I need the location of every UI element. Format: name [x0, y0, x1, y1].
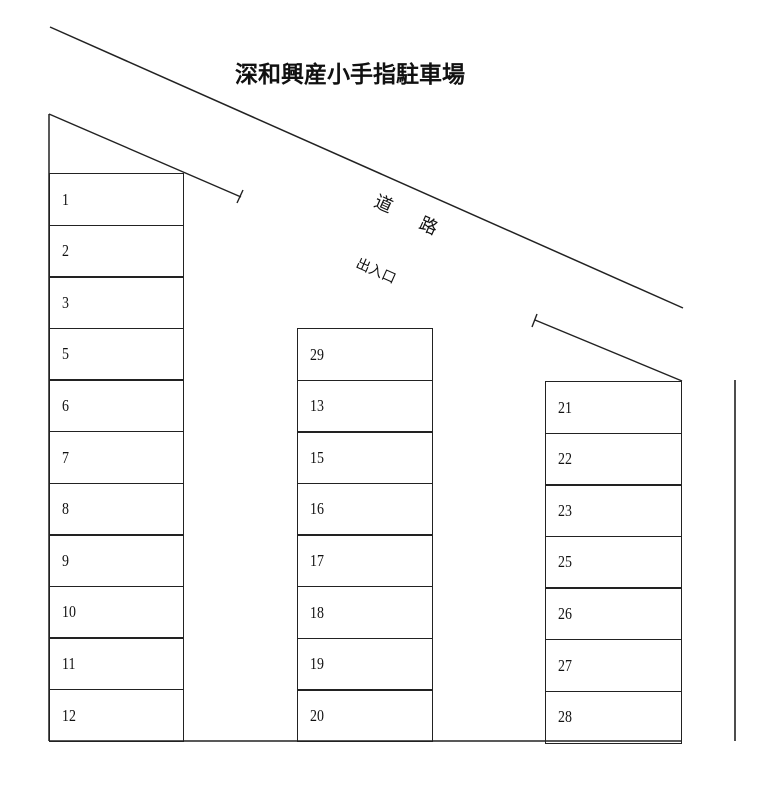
parking-stall: 25 — [545, 535, 682, 589]
stall-number: 26 — [558, 603, 572, 623]
stall-number: 23 — [558, 500, 572, 520]
stall-number: 7 — [62, 447, 69, 467]
stall-number: 3 — [62, 292, 69, 312]
parking-stall: 21 — [545, 381, 682, 434]
parking-stall: 11 — [49, 637, 184, 691]
parking-stall: 26 — [545, 587, 682, 641]
parking-stall: 10 — [49, 585, 184, 639]
right-entrance-tick — [531, 313, 538, 328]
stall-number: 5 — [62, 344, 69, 364]
stall-number: 17 — [310, 550, 324, 570]
stall-number: 28 — [558, 707, 572, 727]
stall-number: 22 — [558, 449, 572, 469]
left-entrance-tick — [236, 189, 244, 204]
stall-number: 19 — [310, 654, 324, 674]
parking-stall: 13 — [297, 379, 433, 433]
stall-number: 13 — [310, 396, 324, 416]
parking-stall: 18 — [297, 586, 433, 639]
page-title: 深和興産小手指駐車場 — [235, 61, 465, 88]
stall-number: 1 — [62, 189, 69, 209]
parking-stall: 9 — [49, 534, 184, 588]
parking-stall: 6 — [49, 379, 184, 433]
stall-number: 27 — [558, 655, 572, 675]
parking-stall: 29 — [297, 328, 433, 381]
parking-stall: 5 — [49, 327, 184, 381]
parking-stall: 23 — [545, 484, 682, 538]
stall-number: 6 — [62, 395, 69, 415]
parking-stall: 1 — [49, 173, 184, 226]
stall-number: 11 — [62, 653, 76, 673]
parking-stall: 8 — [49, 482, 184, 536]
parking-stall: 16 — [297, 482, 433, 536]
stall-number: 20 — [310, 705, 324, 725]
stall-number: 9 — [62, 550, 69, 570]
stall-number: 2 — [62, 241, 69, 261]
parking-stall: 7 — [49, 431, 184, 484]
stall-number: 10 — [62, 602, 76, 622]
stall-number: 25 — [558, 552, 572, 572]
parking-stall: 17 — [297, 534, 433, 588]
stall-number: 16 — [310, 499, 324, 519]
parking-stall: 3 — [49, 276, 184, 330]
parking-stall: 27 — [545, 639, 682, 692]
stall-number: 18 — [310, 602, 324, 622]
parking-stall: 20 — [297, 689, 433, 743]
parking-stall: 22 — [545, 432, 682, 486]
parking-stall: 12 — [49, 689, 184, 742]
right-frontage-line — [534, 319, 683, 382]
stall-number: 15 — [310, 447, 324, 467]
left-frontage-line — [48, 113, 242, 198]
parking-stall: 2 — [49, 224, 184, 278]
stall-number: 29 — [310, 344, 324, 364]
road-edge-line — [49, 26, 684, 309]
stall-number: 21 — [558, 397, 572, 417]
stall-number: 12 — [62, 705, 76, 725]
parking-stall: 19 — [297, 637, 433, 691]
stall-number: 8 — [62, 499, 69, 519]
parking-stall: 15 — [297, 431, 433, 485]
parking-stall: 28 — [545, 690, 682, 744]
